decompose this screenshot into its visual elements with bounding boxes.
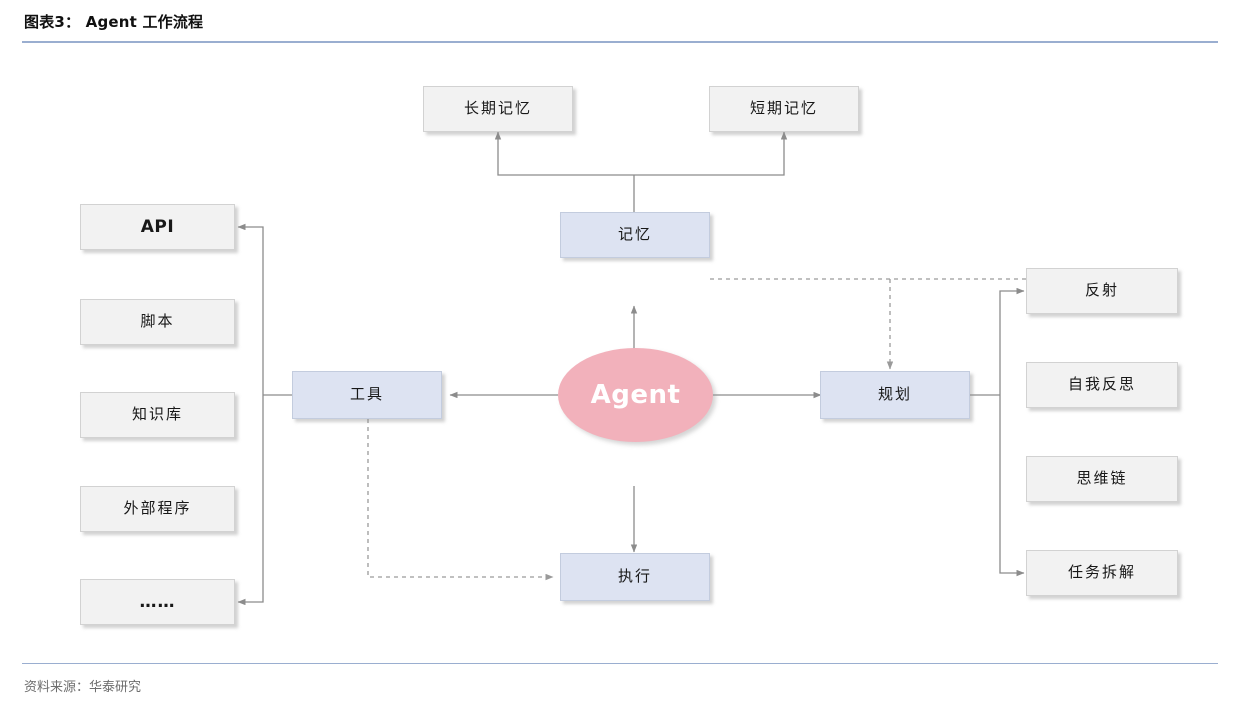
node-more[interactable]: …… xyxy=(80,579,235,625)
node-short-term-memory[interactable]: 短期记忆 xyxy=(709,86,859,132)
node-planning[interactable]: 规划 xyxy=(820,371,970,419)
edge-memory-to-short-term xyxy=(634,131,788,176)
agent-workflow-diagram: 长期记忆 短期记忆 记忆 工具 规划 执行 Agent API 脚本 知识库 外… xyxy=(0,44,1239,663)
node-long-term-memory[interactable]: 长期记忆 xyxy=(423,86,573,132)
edge-tools-to-execution-dashed xyxy=(367,419,554,581)
header-divider xyxy=(22,41,1218,43)
figure-source: 资料来源：华泰研究 xyxy=(24,680,142,695)
node-api[interactable]: API xyxy=(80,204,235,250)
page-title: 图表3： Agent 工作流程 xyxy=(24,13,204,31)
figure-header: 图表3： Agent 工作流程 xyxy=(0,0,1239,44)
node-task-decomposition[interactable]: 任务拆解 xyxy=(1026,550,1178,596)
edge-planning-to-reflection xyxy=(999,287,1025,395)
node-chain-of-thought[interactable]: 思维链 xyxy=(1026,456,1178,502)
edge-tools-to-api xyxy=(237,223,264,395)
node-knowledge-base[interactable]: 知识库 xyxy=(80,392,235,438)
node-script[interactable]: 脚本 xyxy=(80,299,235,345)
edge-tools-to-more xyxy=(237,395,264,606)
footer-divider xyxy=(22,663,1218,664)
node-tools[interactable]: 工具 xyxy=(292,371,442,419)
connector-layer xyxy=(237,131,1105,606)
node-self-reflection[interactable]: 自我反思 xyxy=(1026,362,1178,408)
node-execution[interactable]: 执行 xyxy=(560,553,710,601)
edge-memory-to-long-term xyxy=(494,131,634,176)
node-agent[interactable]: Agent xyxy=(558,348,713,442)
node-memory[interactable]: 记忆 xyxy=(560,212,710,258)
node-external-program[interactable]: 外部程序 xyxy=(80,486,235,532)
edge-planning-to-task-decomposition xyxy=(999,395,1025,577)
node-reflection[interactable]: 反射 xyxy=(1026,268,1178,314)
